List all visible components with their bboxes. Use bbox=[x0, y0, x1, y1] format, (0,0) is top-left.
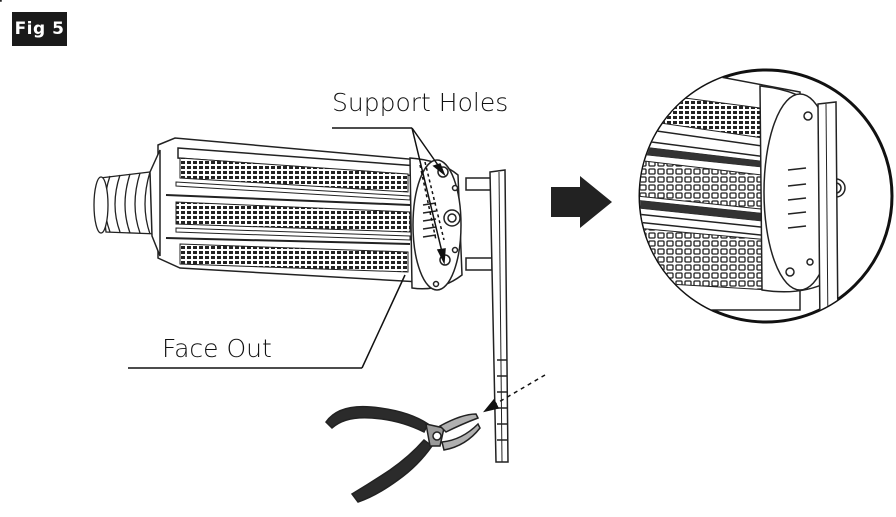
cut-direction-arrow bbox=[483, 374, 546, 413]
mounting-bracket bbox=[465, 169, 509, 463]
bulb-body bbox=[0, 0, 421, 283]
support-holes-label: Support Holes bbox=[332, 88, 509, 117]
figure-badge: Fig 5 bbox=[12, 12, 67, 46]
bulb-screw-base bbox=[93, 171, 159, 235]
support-holes-leaders bbox=[332, 127, 446, 265]
pliers-icon bbox=[325, 405, 481, 503]
face-out-leader bbox=[128, 274, 406, 369]
right-arrow-icon bbox=[551, 176, 612, 228]
face-out-label: Face Out bbox=[162, 334, 272, 363]
zoom-detail-view bbox=[638, 68, 894, 324]
bulb-end-cap bbox=[409, 157, 463, 291]
